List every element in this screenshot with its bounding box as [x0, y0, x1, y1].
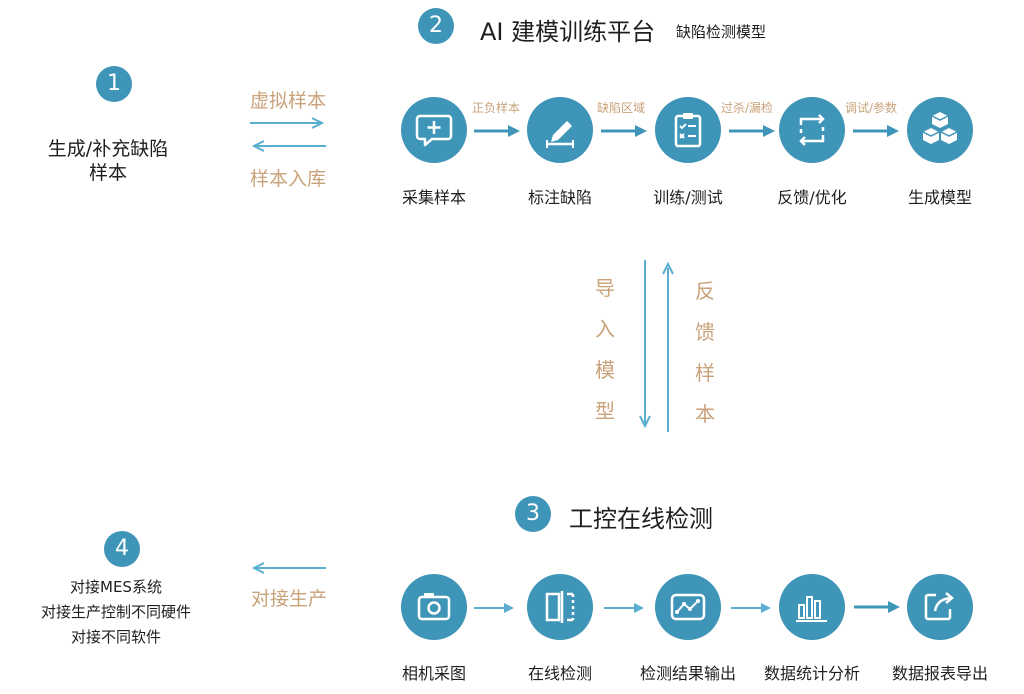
section-3-badge: 3	[515, 496, 551, 532]
arrow-online-2-3	[604, 602, 644, 614]
step-report-export	[907, 574, 973, 640]
section-1-line: 样本	[88, 162, 127, 184]
section-1-badge: 1	[96, 66, 132, 102]
step-label: 生成模型	[907, 188, 972, 207]
section-4-line: 对接MES系统	[70, 578, 162, 596]
section-2-badge: 2	[418, 8, 454, 44]
scan-frame-icon	[545, 591, 575, 623]
feedback-samples-char: 本	[695, 402, 715, 426]
section-3-title: 工控在线检测	[569, 505, 713, 533]
feedback-samples-char: 馈	[695, 320, 715, 344]
arrow-left-to-production	[250, 560, 326, 579]
step-data-statistics	[779, 574, 845, 640]
feedback-samples-char: 反	[695, 279, 715, 303]
arrow-up-feedback	[661, 260, 675, 436]
step-annotate-defects	[527, 97, 593, 163]
camera-icon	[417, 593, 451, 621]
step-generate-model	[907, 97, 973, 163]
arrow-step-1-2	[474, 124, 520, 138]
step-collect-samples	[401, 97, 467, 163]
arrow-label-defect-region: 缺陷区域	[597, 101, 646, 115]
bar-chart-icon	[796, 596, 827, 622]
virtual-samples-label: 虚拟样本	[250, 90, 327, 112]
feedback-samples-char: 样	[695, 361, 715, 385]
arrow-online-1-2	[474, 602, 514, 614]
arrow-online-4-5	[854, 600, 900, 614]
arrow-left-to-samples	[250, 138, 326, 157]
step-feedback-optimize	[779, 97, 845, 163]
step-camera-capture	[401, 574, 467, 640]
step-label: 标注缺陷	[527, 188, 592, 207]
section-1-text: 生成/补充缺陷 样本	[20, 137, 196, 185]
section-4-line: 对接生产控制不同硬件	[40, 603, 191, 621]
import-model-label: 导 入 模 型	[593, 268, 617, 432]
import-model-char: 模	[595, 358, 615, 382]
chat-plus-icon	[415, 114, 453, 147]
line-graph-icon	[670, 593, 706, 621]
feedback-samples-label: 反 馈 样 本	[693, 271, 717, 435]
pen-mark-icon	[546, 121, 574, 148]
section-2-title: AI 建模训练平台	[480, 18, 656, 46]
step-label: 检测结果输出	[639, 664, 736, 683]
cycle-arrows-icon	[799, 114, 825, 146]
cubes-icon	[922, 112, 958, 144]
arrow-label-debug-params: 调试/参数	[845, 101, 898, 115]
import-model-char: 入	[595, 317, 615, 341]
arrow-label-pos-neg-samples: 正负样本	[472, 101, 521, 115]
connect-production-label: 对接生产	[251, 588, 328, 610]
step-label: 数据报表导出	[891, 664, 988, 683]
arrow-online-3-4	[731, 602, 771, 614]
section-1-line: 生成/补充缺陷	[47, 138, 169, 160]
step-label: 相机采图	[401, 664, 466, 683]
import-model-char: 型	[595, 399, 615, 423]
step-label: 在线检测	[527, 664, 592, 683]
arrow-right-to-platform	[250, 115, 326, 134]
import-model-char: 导	[595, 276, 615, 300]
export-icon	[924, 592, 954, 621]
clipboard-check-icon	[674, 113, 702, 148]
section-4-badge: 4	[104, 531, 140, 567]
arrow-step-3-4	[729, 124, 775, 138]
arrow-label-overkill-miss: 过杀/漏检	[721, 101, 774, 115]
samples-to-library-label: 样本入库	[250, 168, 327, 190]
step-label: 反馈/优化	[777, 188, 847, 207]
section-4-text: 对接MES系统 对接生产控制不同硬件 对接不同软件	[14, 575, 218, 650]
section-4-line: 对接不同软件	[70, 628, 161, 646]
arrow-down-import	[638, 260, 652, 436]
arrow-step-2-3	[601, 124, 647, 138]
step-label: 训练/测试	[653, 188, 723, 207]
step-train-test	[655, 97, 721, 163]
step-online-inspection	[527, 574, 593, 640]
section-2-subtitle: 缺陷检测模型	[676, 23, 767, 41]
step-result-output	[655, 574, 721, 640]
step-label: 采集样本	[401, 188, 466, 207]
arrow-step-4-5	[853, 124, 899, 138]
step-label: 数据统计分析	[763, 664, 860, 683]
